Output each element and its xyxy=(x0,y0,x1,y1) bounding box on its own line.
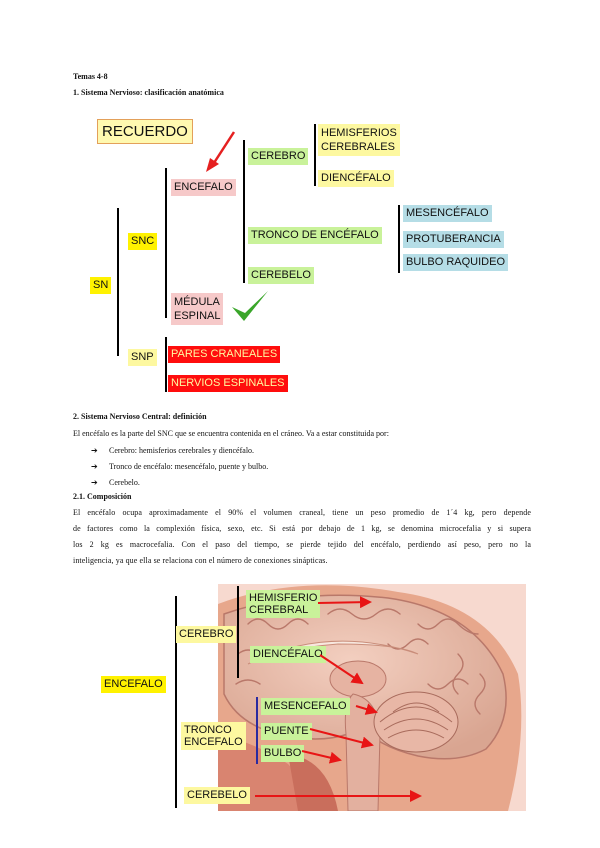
protuberancia-label: PROTUBERANCIA xyxy=(403,231,504,248)
snp-label: SNP xyxy=(128,349,157,366)
tronco-label: TRONCO DE ENCÉFALO xyxy=(248,227,382,244)
snc-label: SNC xyxy=(128,233,158,250)
bulbo-label: BULBO RAQUIDEO xyxy=(403,254,509,271)
hemisferio2-label: HEMISFERIO CEREBRAL xyxy=(246,590,321,618)
snc-bracket xyxy=(165,168,167,318)
tronco-bracket xyxy=(398,205,400,273)
sn-label: SN xyxy=(90,277,112,294)
cerebro-label: CEREBRO xyxy=(248,148,309,165)
encefalo2-bracket xyxy=(175,596,177,808)
arrow-icon: ➔ xyxy=(91,446,98,455)
bulbo2-label: BULBO xyxy=(261,745,305,762)
cerebro-bracket xyxy=(314,124,316,186)
diencefalo-label: DIENCÉFALO xyxy=(318,170,394,187)
pares-label: PARES CRANEALES xyxy=(168,346,281,363)
cerebelo-label: CEREBELO xyxy=(248,267,314,284)
cerebro2-bracket xyxy=(237,586,239,678)
red-arrow-icon xyxy=(206,131,236,172)
section2-title: 2. Sistema Nervioso Central: definición xyxy=(73,412,207,421)
composicion-title: 2.1. Composición xyxy=(73,492,132,501)
hemisferios-label: HEMISFERIOS CEREBRALES xyxy=(318,124,400,156)
bullet-item: ➔Tronco de encéfalo: mesencéfalo, puente… xyxy=(91,462,269,471)
mesencefalo2-label: MESENCEFALO xyxy=(261,698,350,715)
bullet-item: ➔Cerebro: hemisferios cerebrales y dienc… xyxy=(91,446,255,455)
arrow-icon: ➔ xyxy=(91,478,98,487)
encefalo-bracket xyxy=(243,140,245,283)
section1-title: 1. Sistema Nervioso: clasificación anató… xyxy=(73,88,224,97)
nervios-label: NERVIOS ESPINALES xyxy=(168,375,288,392)
paragraph-line: El encéfalo ocupa aproximadamente el 90%… xyxy=(73,508,531,517)
paragraph-line: los 2 kg es macrocefalia. Con el paso de… xyxy=(73,540,531,549)
section2-intro: El encéfalo es la parte del SNC que se e… xyxy=(73,429,389,438)
arrow-icon: ➔ xyxy=(91,462,98,471)
topic-label: Temas 4-8 xyxy=(73,72,108,81)
cerebelo2-label: CEREBELO xyxy=(184,787,250,804)
encefalo-label: ENCEFALO xyxy=(171,179,236,196)
bullet-item: ➔Cerebelo. xyxy=(91,478,140,487)
snp-bracket xyxy=(165,337,167,392)
mesencefalo-label: MESENCÉFALO xyxy=(403,205,492,222)
paragraph-line: inteligencia, ya que ella se relaciona c… xyxy=(73,556,328,565)
paragraph-line: de factores como la complexión física, s… xyxy=(73,524,531,533)
medula-label: MÉDULA ESPINAL xyxy=(171,293,224,325)
cerebro2-label: CEREBRO xyxy=(176,626,237,643)
encefalo2-label: ENCEFALO xyxy=(101,676,166,693)
diencefalo2-label: DIENCÉFALO xyxy=(250,646,326,663)
tronco2-bracket xyxy=(256,697,258,764)
tronco2-label: TRONCO ENCEFALO xyxy=(181,722,246,750)
recuerdo-label: RECUERDO xyxy=(97,119,193,144)
checkmark-icon xyxy=(232,291,268,321)
puente2-label: PUENTE xyxy=(261,723,312,740)
sn-bracket xyxy=(117,208,119,356)
